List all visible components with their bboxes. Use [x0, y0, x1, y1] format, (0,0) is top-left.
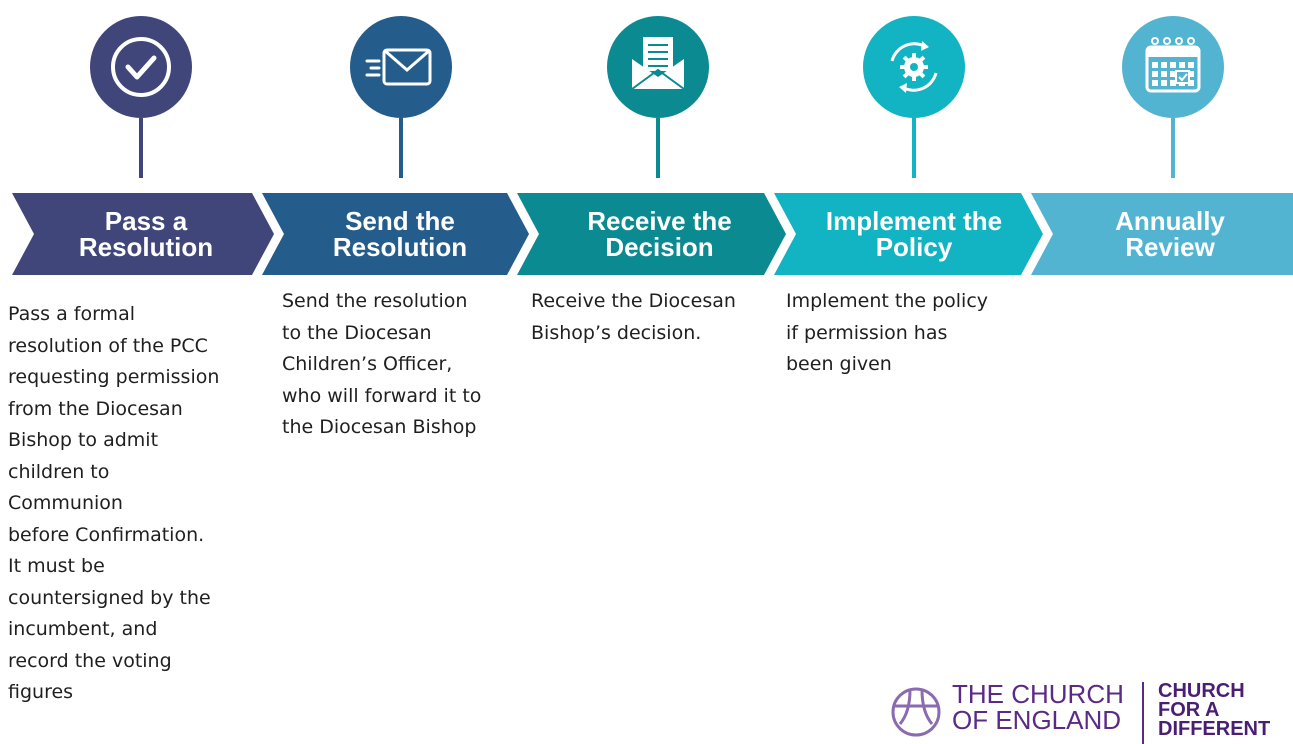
description-line: incumbent, and: [8, 618, 158, 640]
logo-tag-line-3: DIFFERENT: [1158, 718, 1271, 740]
description-line: Communion: [8, 492, 123, 514]
step-arrow-2: [262, 193, 529, 275]
description-line: countersigned by the: [8, 586, 211, 609]
logo-tag-line-2: FOR A: [1158, 699, 1220, 721]
description-line: from the Diocesan: [8, 397, 183, 420]
description-line: Pass a formal: [8, 303, 135, 325]
calendar-icon: [1145, 37, 1201, 93]
logo-tagline: CHURCH FOR A DIFFERENT: [1158, 680, 1271, 740]
logo-tag-line-1: CHURCH: [1158, 680, 1245, 702]
step-badge-1: [90, 16, 192, 118]
step-arrow-4: [774, 193, 1043, 275]
description-line: Bishop’s decision.: [531, 321, 702, 344]
gear-cycle-icon: [890, 41, 938, 93]
step-title-line: Receive the: [587, 206, 732, 236]
envelope-send-icon: [365, 48, 432, 86]
church-of-england-name: THE CHURCH OF ENGLAND: [952, 681, 1124, 733]
step-arrow-5: [1031, 193, 1293, 275]
description-line: record the voting: [8, 649, 172, 672]
description-line: Children’s Officer,: [282, 353, 453, 375]
description-line: children to: [8, 460, 110, 483]
check-circle-icon: [111, 37, 171, 97]
description-line: before Confirmation.: [8, 523, 205, 546]
description-line: to the Diocesan: [282, 321, 432, 344]
step-arrow-3: [517, 193, 786, 275]
step-description-4: Implement the policy if permission has bee…: [786, 286, 988, 381]
description-line: if permission has: [786, 321, 948, 344]
description-line: the Diocesan Bishop: [282, 416, 477, 438]
step-title-line: Implement the: [825, 206, 1003, 236]
step-title-line: Decision: [605, 232, 714, 262]
step-description-1: Pass a formal resolution of the PCC reques…: [8, 299, 219, 709]
step-arrow-1: [12, 193, 274, 275]
description-line: Receive the Diocesan: [531, 290, 736, 312]
church-cross-logo-icon: [891, 687, 941, 737]
step-title-line: Review: [1125, 232, 1215, 262]
step-title-line: Pass a: [104, 206, 188, 236]
step-title-line: Annually: [1115, 206, 1225, 236]
description-line: Send the resolution: [282, 290, 468, 312]
logo-name-line-1: THE CHURCH: [952, 679, 1124, 709]
description-line: Bishop to admit: [8, 429, 159, 451]
church-of-england-logo: THE CHURCH OF ENGLAND CHURCH FOR A DIFFE…: [890, 680, 1290, 744]
description-line: been given: [786, 353, 892, 375]
open-letter-icon: [631, 37, 685, 90]
step-title-line: Resolution: [78, 232, 214, 262]
step-badge-2: [350, 16, 452, 118]
description-line: resolution of the PCC: [8, 334, 208, 357]
logo-name-line-2: OF ENGLAND: [952, 705, 1122, 735]
logo-divider: [1142, 682, 1144, 744]
description-line: requesting permission: [8, 366, 220, 388]
step-title-line: Resolution: [332, 232, 468, 262]
description-line: It must be: [8, 555, 105, 577]
description-line: figures: [8, 681, 74, 703]
step-title-line: Send the: [345, 206, 455, 236]
step-title-line: Policy: [875, 232, 953, 262]
description-line: Implement the policy: [786, 290, 989, 312]
description-line: who will forward it to: [282, 384, 482, 407]
